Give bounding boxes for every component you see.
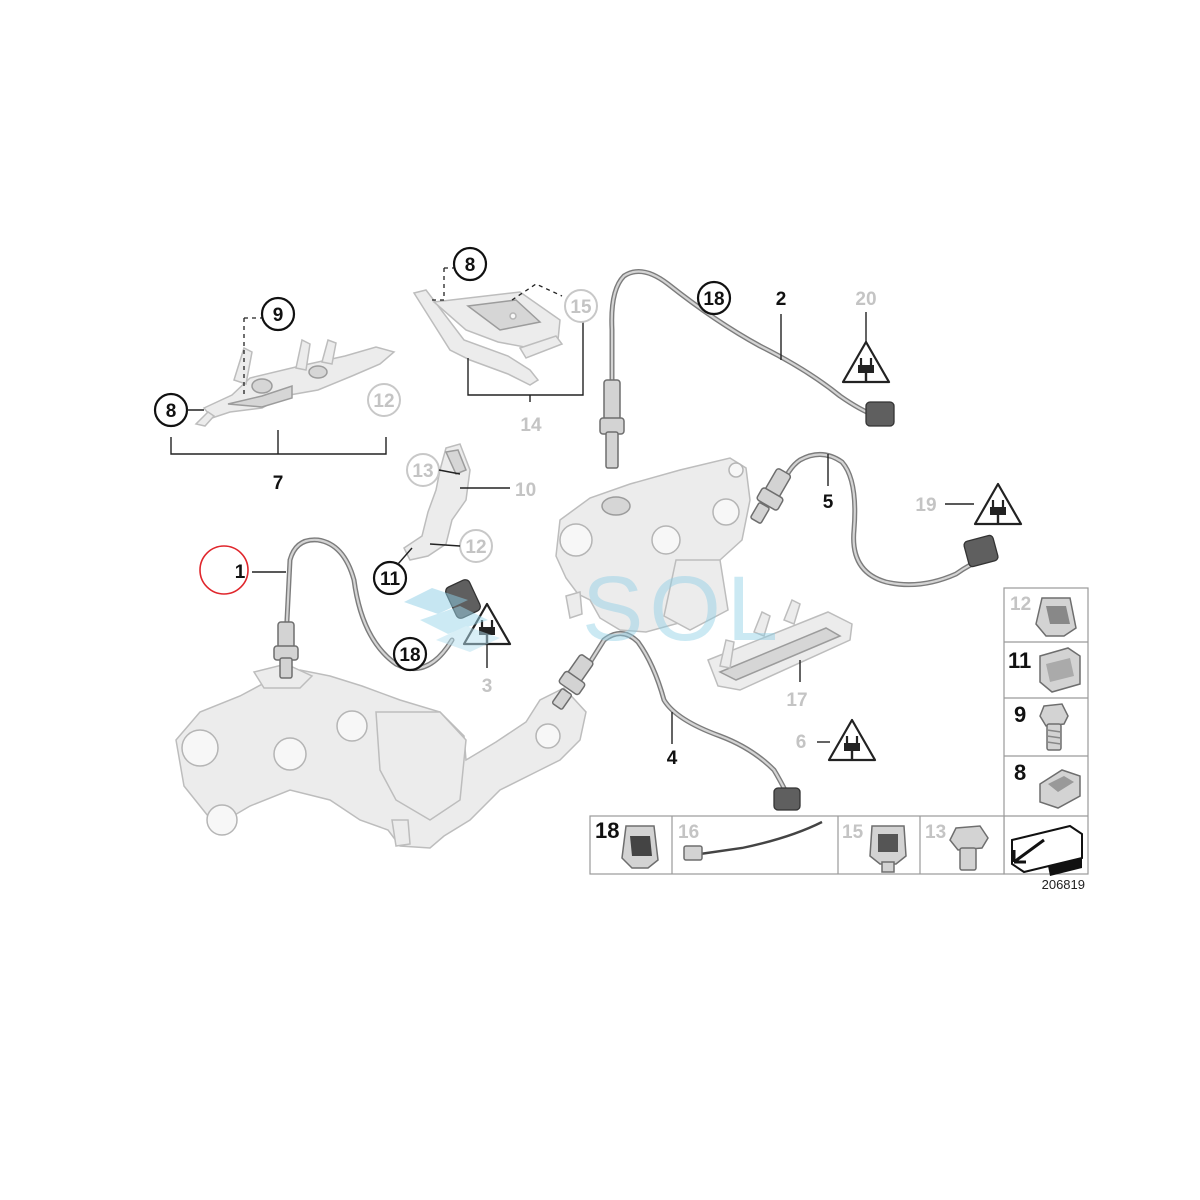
legend-label: 13 (925, 822, 946, 843)
nut-8-icon (1039, 769, 1081, 809)
legend-label: 9 (1014, 702, 1026, 727)
oxygen-sensor-2 (599, 269, 895, 469)
callout-label: 12 (373, 391, 394, 412)
callout-2-label: 2 (776, 289, 787, 310)
callout-label: 1 (235, 562, 246, 583)
callout-5-label: 5 (823, 492, 834, 513)
callout-12-mid: 12 (429, 529, 493, 563)
callout-label: 18 (399, 645, 420, 666)
clip-12-icon (1035, 597, 1077, 637)
callout-14-label: 14 (520, 415, 542, 436)
callout-11-mid: 11 (372, 547, 413, 596)
callout-label: 12 (465, 537, 486, 558)
diagram-number: 206819 (1042, 877, 1085, 892)
callout-13-bracket: 13 (406, 453, 461, 487)
warning-19: 19 (915, 482, 1023, 526)
callout-17-label: 17 (786, 690, 807, 711)
highlight-ring (199, 545, 249, 595)
watermark-logo (404, 588, 500, 652)
callout-9-top: 9 (260, 296, 296, 332)
legend-label: 8 (1014, 760, 1026, 785)
callout-20-label: 20 (855, 289, 876, 310)
clip-18-icon (621, 825, 659, 869)
callout-label: 11 (380, 569, 401, 590)
legend-label: 12 (1010, 594, 1031, 615)
bolt-13-icon (949, 825, 989, 871)
oxygen-sensor-4 (551, 631, 801, 811)
callout-8-top: 8 (452, 246, 488, 282)
cable-16-icon (683, 820, 823, 861)
clip-11-icon (1039, 647, 1081, 693)
sensor-holder-17 (707, 598, 853, 691)
callout-4-label: 4 (667, 748, 678, 769)
exhaust-manifold-left (175, 663, 587, 849)
callout-12-top: 12 (367, 383, 401, 417)
legend-label: 16 (678, 822, 699, 843)
callout-6-label: 6 (796, 732, 807, 753)
callout-label: 15 (570, 297, 592, 318)
callout-8-left: 8 (153, 392, 204, 428)
callout-7-label: 7 (273, 473, 284, 494)
callout-lines-7 (170, 317, 387, 455)
warning-20: 20 (841, 289, 891, 384)
callout-19-label: 19 (915, 495, 936, 516)
callout-18-mid: 18 (392, 636, 428, 672)
callout-1-highlighted: 1 (199, 545, 286, 595)
clip-15-icon (869, 825, 907, 873)
callout-label: 8 (166, 401, 177, 422)
oxygen-sensor-5 (750, 452, 999, 588)
callout-label: 18 (703, 289, 724, 310)
legend-label: 11 (1008, 648, 1031, 673)
warning-6: 6 (796, 718, 877, 762)
legend-bottom: 18 16 15 13 (589, 815, 1005, 875)
callout-label: 9 (273, 305, 284, 326)
callout-15-top: 15 (564, 289, 598, 323)
callout-3-label: 3 (482, 676, 493, 697)
callout-label: 13 (412, 461, 433, 482)
legend-right: 12 11 9 8 (1003, 587, 1089, 876)
bracket-14 (412, 289, 564, 386)
bolt-9-icon (1039, 703, 1069, 751)
orientation-arrow-icon (1011, 824, 1083, 876)
callout-label: 8 (465, 255, 476, 276)
watermark-text: SOL (582, 558, 784, 660)
callout-18-top: 18 (696, 280, 732, 316)
legend-label: 15 (842, 822, 864, 843)
exhaust-manifold-right (555, 457, 751, 633)
legend-label: 18 (595, 818, 619, 843)
heat-shield-bracket-7 (194, 338, 396, 427)
callout-10-label: 10 (515, 480, 536, 501)
oxygen-sensor-1 (273, 537, 481, 679)
